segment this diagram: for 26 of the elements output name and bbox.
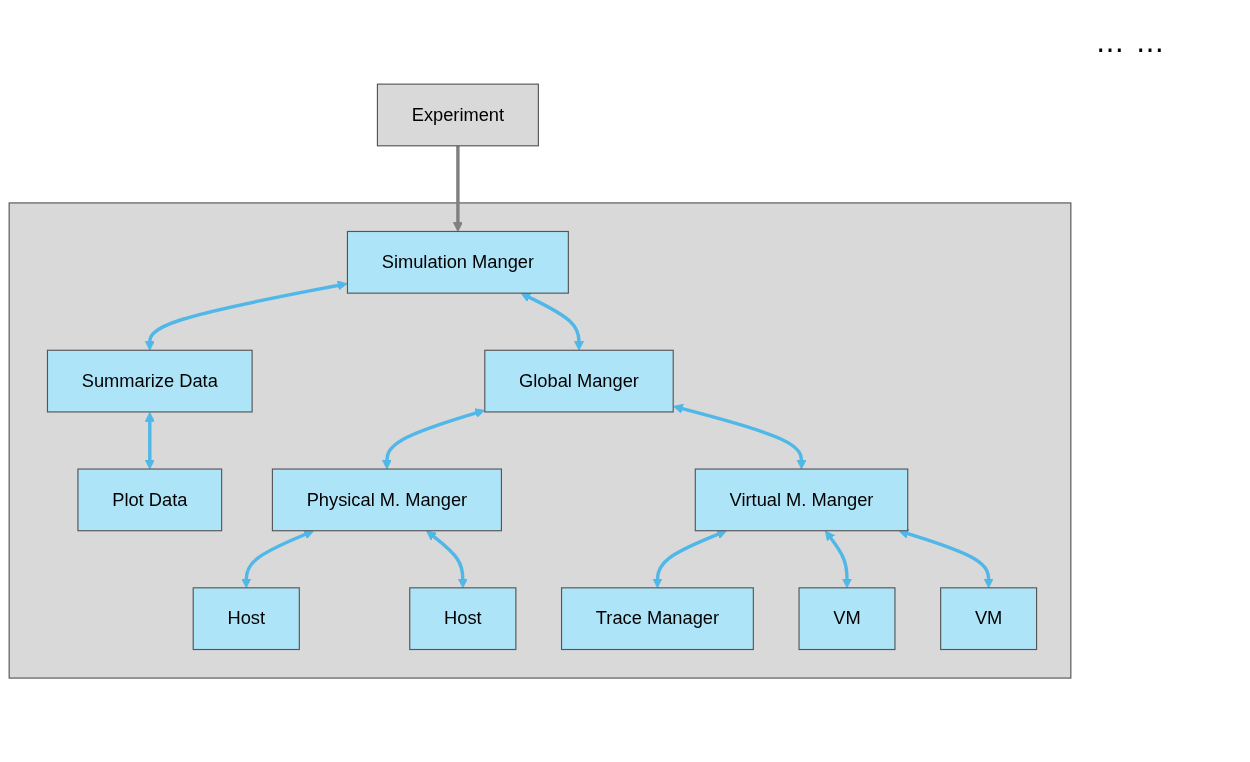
- node-box: Trace Manager: [561, 587, 754, 650]
- arrow: [241, 529, 314, 589]
- ellipsis-text: …: [1096, 26, 1124, 59]
- node-box: Summarize Data: [46, 349, 253, 413]
- arrow: [673, 403, 807, 470]
- node-box: Virtual M. Manger: [694, 468, 909, 532]
- node-box: Host: [409, 587, 517, 650]
- node-box: Physical M. Manger: [271, 468, 502, 532]
- node-box: Plot Data: [77, 468, 223, 532]
- arrow: [652, 529, 727, 589]
- node-box: VM: [940, 587, 1038, 650]
- ellipsis-text: …: [1136, 26, 1164, 59]
- arrow: [898, 528, 994, 589]
- arrow: [381, 408, 485, 470]
- arrow: [144, 280, 348, 351]
- cluster: [8, 202, 1072, 679]
- node-box: Host: [192, 587, 300, 650]
- node-box: Global Manger: [484, 349, 674, 413]
- arrow: [144, 411, 155, 470]
- node-box: Experiment: [376, 83, 539, 147]
- arrow: [452, 145, 463, 232]
- arrow: [426, 530, 468, 589]
- node-box: VM: [798, 587, 896, 650]
- arrow: [520, 292, 585, 351]
- arrow: [824, 530, 852, 589]
- node-box: Simulation Manger: [346, 230, 569, 294]
